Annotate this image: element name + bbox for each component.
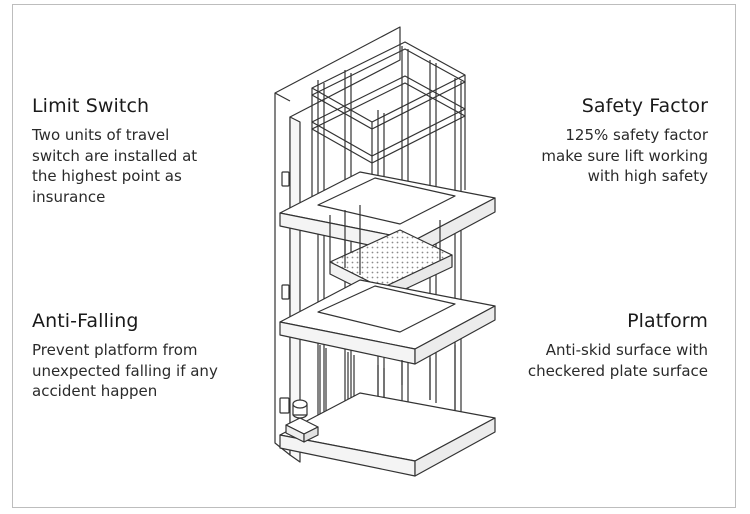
ground-floor-slab [279, 392, 496, 477]
limit-switch-title: Limit Switch [32, 95, 150, 117]
image-frame [12, 4, 736, 508]
middle-floor-slab [279, 279, 496, 365]
limit-switch-block: Limit Switch Two units of travel switch … [32, 95, 242, 207]
limit-switch-desc: Two units of travel switch are installed… [32, 126, 198, 206]
platform-desc: Anti-skid surface with checkered plate s… [527, 341, 708, 380]
anti-falling-block: Anti-Falling Prevent platform from unexp… [32, 310, 242, 402]
platform-title: Platform [627, 310, 708, 332]
wall-sockets [279, 171, 290, 414]
upper-floor-slab [279, 171, 496, 256]
safety-factor-title: Safety Factor [581, 95, 708, 117]
motor-unit [285, 399, 319, 443]
platform-block: Platform Anti-skid surface with checkere… [498, 310, 708, 381]
anti-falling-desc: Prevent platform from unexpected falling… [32, 341, 218, 400]
safety-factor-desc: 125% safety factor make sure lift workin… [541, 126, 708, 185]
anti-falling-title: Anti-Falling [32, 310, 139, 332]
safety-factor-block: Safety Factor 125% safety factor make su… [498, 95, 708, 187]
